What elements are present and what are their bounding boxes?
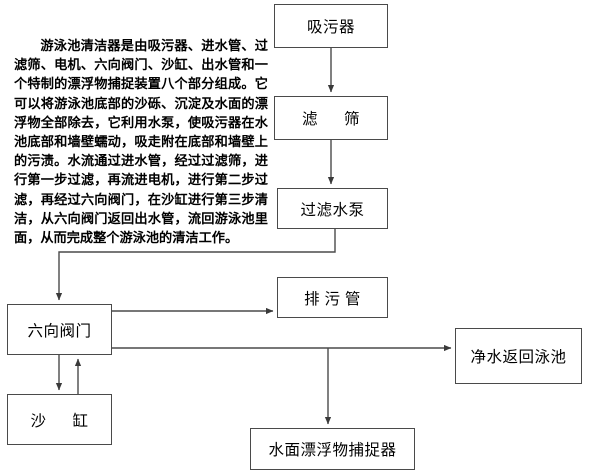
node-filter-pump[interactable]: 过滤水泵 <box>277 188 388 229</box>
node-drain-pipe-label: 排 污 管 <box>304 290 361 308</box>
node-six-way-valve-label: 六向阀门 <box>27 322 92 340</box>
node-suction-device-label: 吸污器 <box>306 19 355 36</box>
node-surface-debris-catcher[interactable]: 水面漂浮物捕捉器 <box>250 428 415 470</box>
node-sand-tank-label-part2: 缸 <box>72 412 89 430</box>
node-sand-tank-label-part1: 沙 <box>30 412 47 430</box>
node-drain-pipe[interactable]: 排 污 管 <box>277 277 388 318</box>
description-paragraph: 游泳池清洁器是由吸污器、进水管、过滤筛、电机、六向阀门、沙缸、出水管和一个特制的… <box>14 38 268 246</box>
node-filter-screen-label-part2: 筛 <box>344 111 361 128</box>
node-clean-water-return-label: 净水返回泳池 <box>470 349 567 366</box>
node-clean-water-return[interactable]: 净水返回泳池 <box>455 328 582 384</box>
node-surface-debris-catcher-label: 水面漂浮物捕捉器 <box>268 442 397 459</box>
node-sand-tank[interactable]: 沙 缸 <box>7 394 112 445</box>
node-six-way-valve[interactable]: 六向阀门 <box>7 304 112 355</box>
node-filter-screen-label-part1: 滤 <box>301 111 318 128</box>
node-filter-pump-label: 过滤水泵 <box>300 201 365 219</box>
node-suction-device[interactable]: 吸污器 <box>274 4 388 48</box>
node-filter-screen[interactable]: 滤 筛 <box>274 96 388 140</box>
